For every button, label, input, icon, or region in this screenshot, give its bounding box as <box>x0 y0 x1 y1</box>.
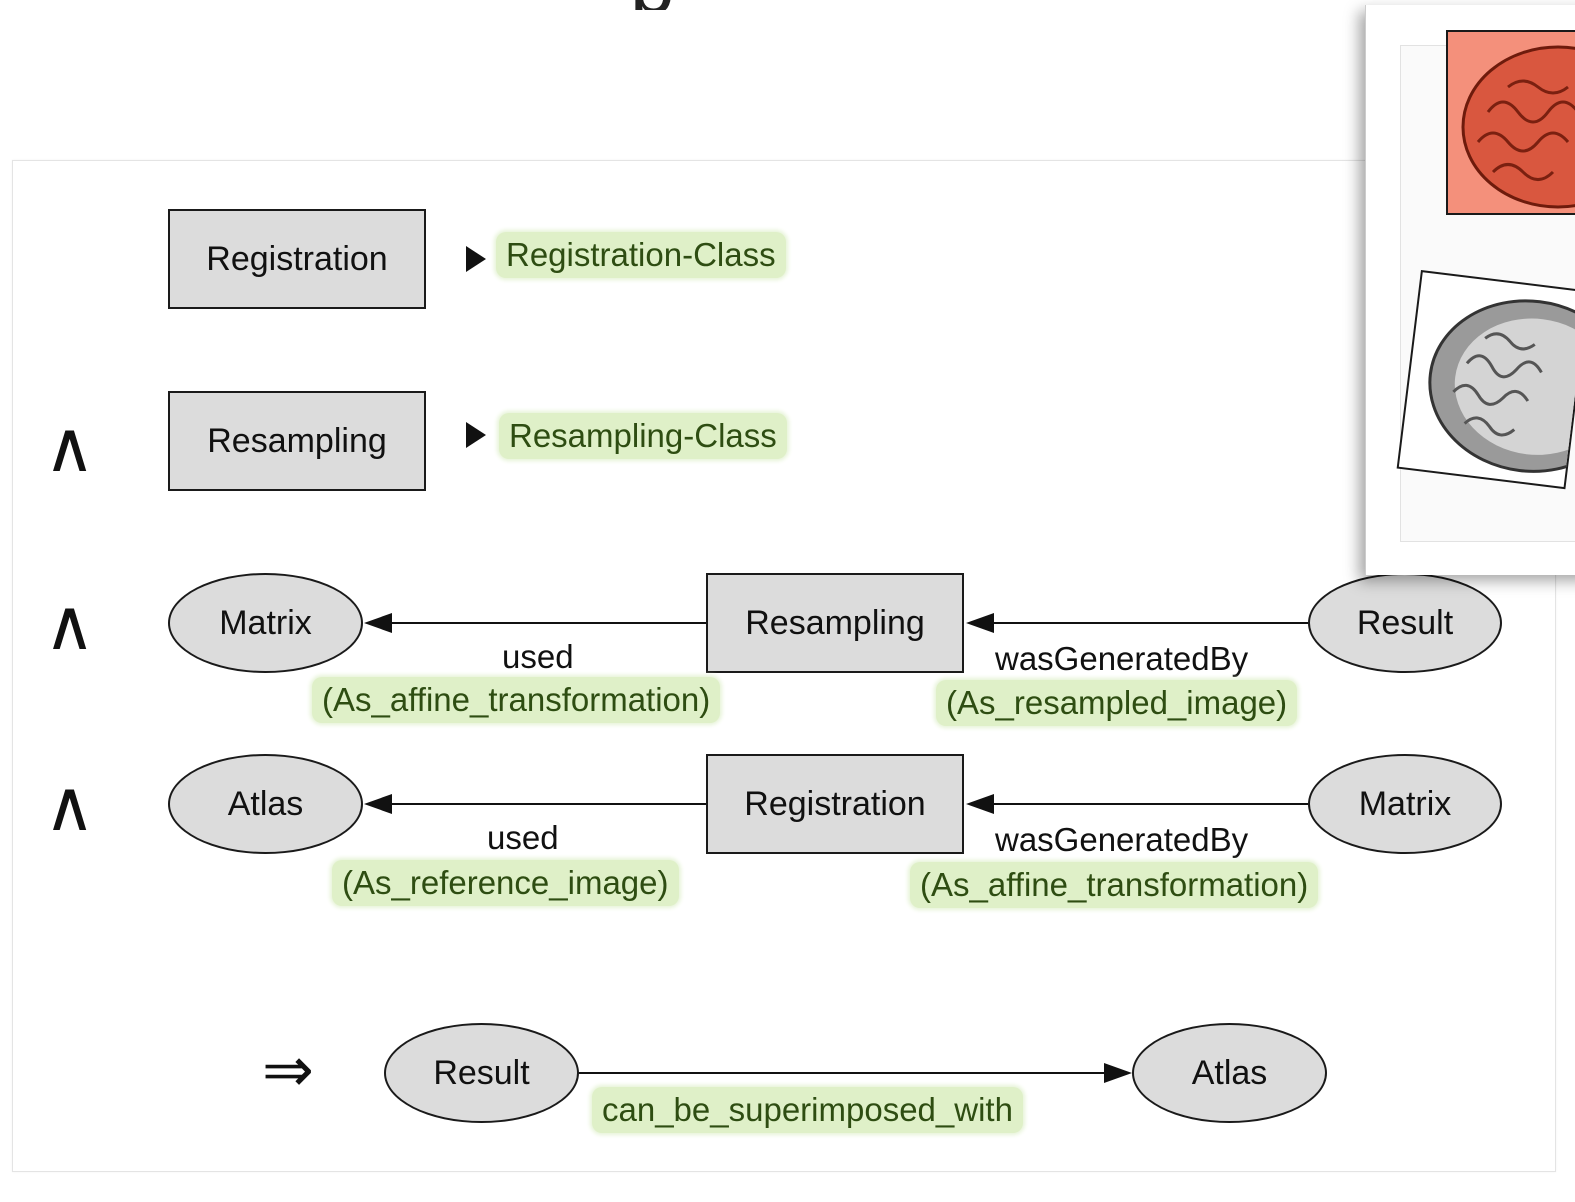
resampling-class-tag: Resampling-Class <box>499 413 787 459</box>
arrowhead-conclusion-atlas <box>1104 1063 1132 1083</box>
registered-brain-image <box>1446 30 1575 215</box>
result-entity-node: Result <box>1308 573 1502 673</box>
atlas-entity-node-conclusion: Atlas <box>1132 1023 1327 1123</box>
class-pointer-icon <box>466 422 486 448</box>
and-operator-3: ∧ <box>44 767 96 845</box>
arrowhead-resampling <box>966 613 994 633</box>
arrowhead-matrix <box>364 613 392 633</box>
slide-title-text: p <box>630 0 675 10</box>
as-reference-image-role-tag: (As_reference_image) <box>332 860 679 906</box>
and-operator-1: ∧ <box>44 408 96 486</box>
resampled-brain-image <box>1396 270 1575 490</box>
registration-activity-box: Registration <box>168 209 426 309</box>
used-edge-label-2: used <box>487 819 559 856</box>
resampling-activity-box: Resampling <box>168 391 426 491</box>
registration-activity-node: Registration <box>706 754 964 854</box>
arrowhead-atlas <box>364 794 392 814</box>
and-operator-2: ∧ <box>44 586 96 664</box>
matrix-entity-node: Matrix <box>168 573 363 673</box>
arrowhead-registration <box>966 794 994 814</box>
as-affine-transformation-role-tag-2: (As_affine_transformation) <box>910 862 1319 908</box>
wasgeneratedby-edge-label: wasGeneratedBy <box>995 640 1249 677</box>
as-affine-transformation-role-tag: (As_affine_transformation) <box>312 677 721 723</box>
wasgeneratedby-edge-label-2: wasGeneratedBy <box>995 821 1249 858</box>
resampling-activity-node: Resampling <box>706 573 964 673</box>
class-pointer-icon <box>466 246 486 272</box>
registration-class-tag: Registration-Class <box>496 232 786 278</box>
result-entity-node-conclusion: Result <box>384 1023 579 1123</box>
atlas-entity-node: Atlas <box>168 754 363 854</box>
brain-image-popup <box>1365 5 1575 575</box>
used-edge-label: used <box>502 638 574 675</box>
implies-operator: ⇒ <box>262 1036 314 1105</box>
slide-title-fragment: p <box>612 0 702 10</box>
can-be-superimposed-with-tag: can_be_superimposed_with <box>592 1087 1023 1133</box>
matrix-entity-node-2: Matrix <box>1308 754 1502 854</box>
as-resampled-image-role-tag: (As_resampled_image) <box>936 680 1298 726</box>
